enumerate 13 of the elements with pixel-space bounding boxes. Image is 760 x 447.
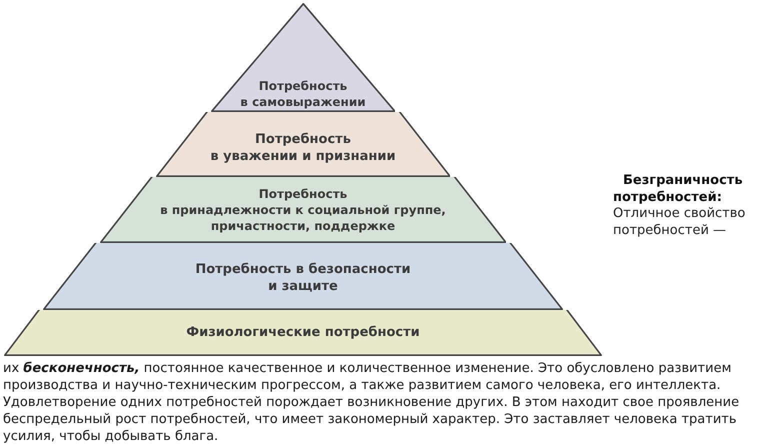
level-label: Потребность в принадлежности к социальной группе, причастности, поддержке [159, 186, 447, 234]
level-label: Физиологические потребности [185, 324, 421, 341]
level-label: Потребность в уважении и признании [209, 131, 397, 165]
body-text: Отличное свойство потребностей — [613, 206, 746, 239]
pyramid-level [210, 3, 396, 112]
level-label: Потребность в безопасности и защите [194, 261, 412, 295]
pyramid-level [156, 112, 450, 177]
pyramid-level [4, 310, 602, 356]
level-label: Потребность в самовыражении [239, 78, 367, 110]
paragraph-text: их бесконечность, постоянное качественное и количественное изменение. Это обусловлено развитием производства и научно-техническим прогрессом, а также развитием самого человека, его интеллекта. Удовлетворение одних потребностей порождает возникновение других. В этом находит свое проявление беспредельный рост потребностей, что имеет закономерный характер. Это заставляет человека тратить усилия, чтобы добывать блага. [3, 360, 740, 445]
pyramid-level [100, 177, 506, 243]
heading-text: Безграничность потребностей: [613, 173, 744, 206]
pyramid-level [42, 243, 564, 310]
